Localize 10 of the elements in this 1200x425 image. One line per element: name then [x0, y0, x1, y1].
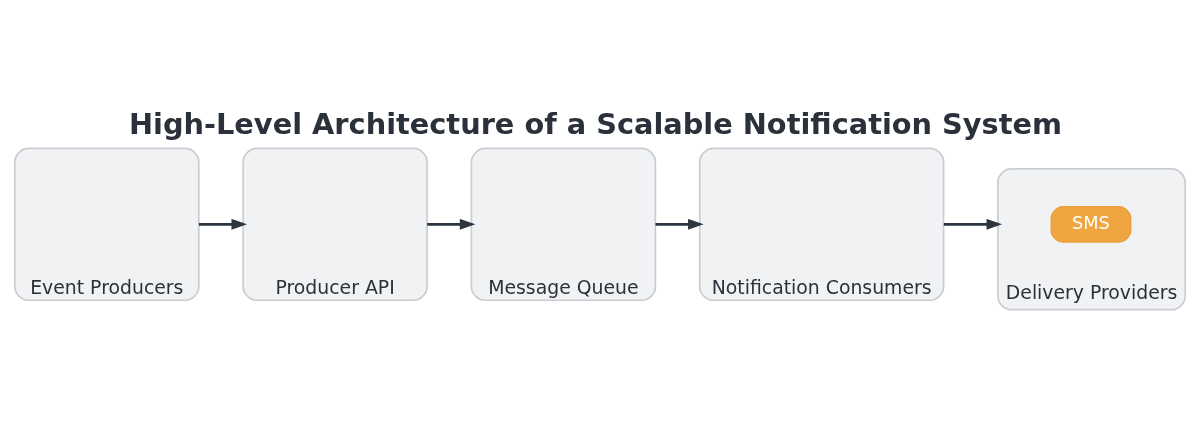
node-box: Message Queue	[470, 147, 657, 301]
arrow	[427, 218, 476, 230]
diagram-title: High-Level Architecture of a Scalable Notification System	[128, 106, 1063, 141]
node-box: Producer API	[242, 147, 428, 301]
arrow	[198, 218, 248, 230]
node-box: SMS	[1050, 205, 1132, 243]
arrow	[655, 218, 704, 230]
node-box: Notification Consumers	[698, 147, 945, 301]
arrow	[943, 218, 1003, 230]
node-box: Event Producers	[14, 147, 200, 301]
